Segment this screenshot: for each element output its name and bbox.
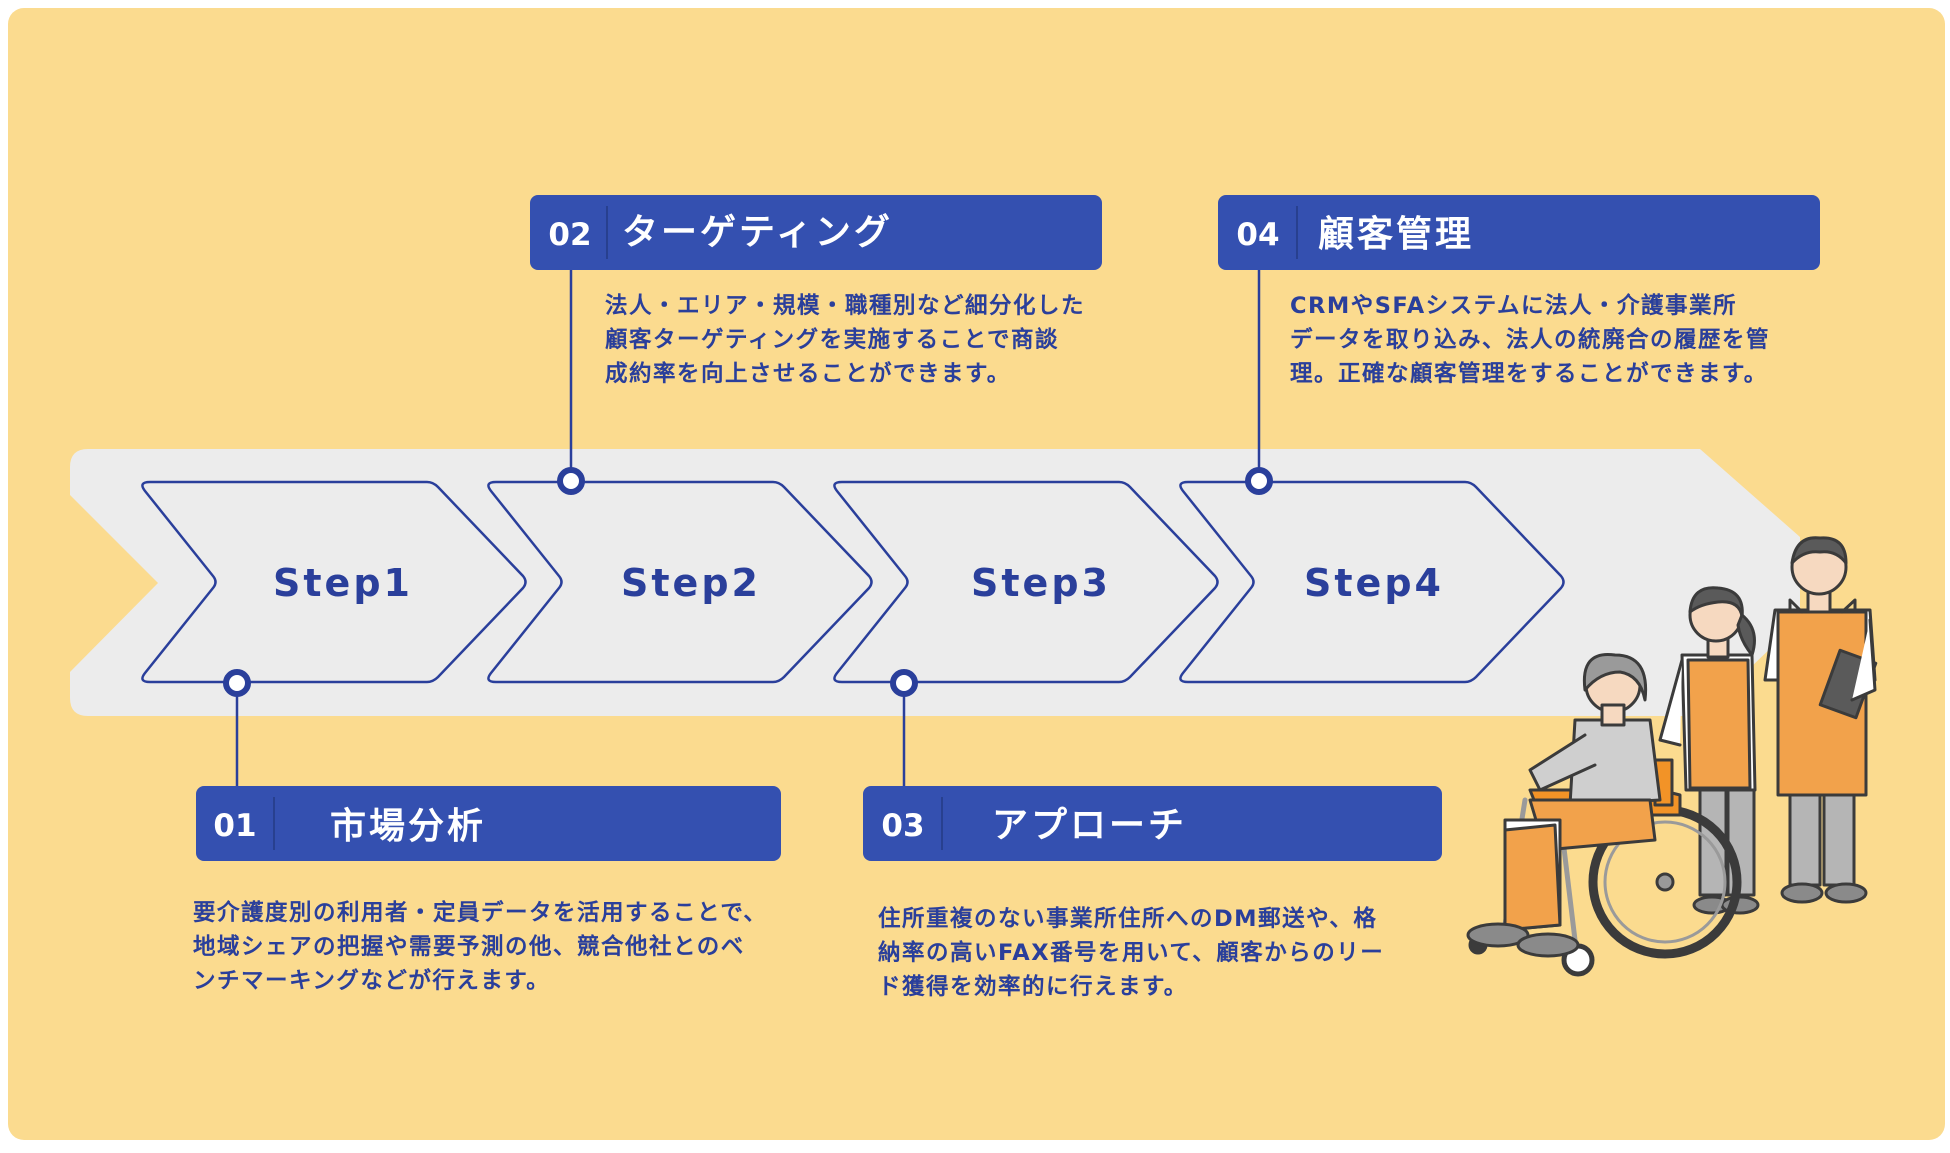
card-number: 04 bbox=[1236, 217, 1279, 253]
card-02: 02 ターゲティング 法人・エリア・規模・職種別など細分化した 顧客ターゲティン… bbox=[530, 195, 1102, 387]
connector-02 bbox=[557, 270, 585, 495]
step-label-4: Step4 bbox=[1304, 561, 1444, 605]
card-desc-line: データを取り込み、法人の統廃合の履歴を管 bbox=[1290, 326, 1770, 353]
card-03: 03 アプローチ 住所重複のない事業所住所へのDM郵送や、格 納率の高いFAX番… bbox=[863, 786, 1442, 1000]
card-desc-line: 地域シェアの把握や需要予測の他、競合他社とのベ bbox=[193, 933, 745, 960]
card-desc-line: CRMやSFAシステムに法人・介護事業所 bbox=[1290, 292, 1737, 319]
card-desc-line: 顧客ターゲティングを実施することで商談 bbox=[605, 326, 1059, 353]
step-chevron-2: Step2 bbox=[487, 480, 873, 684]
card-header bbox=[863, 786, 1442, 861]
card-header bbox=[1218, 195, 1820, 270]
card-desc-line: ド獲得を効率的に行えます。 bbox=[878, 973, 1188, 1000]
card-number: 02 bbox=[548, 217, 591, 253]
step-label-3: Step3 bbox=[971, 561, 1111, 605]
elderly-woman bbox=[1466, 652, 1662, 958]
card-desc-line: 住所重複のない事業所住所へのDM郵送や、格 bbox=[878, 905, 1377, 932]
connector-04 bbox=[1245, 270, 1273, 495]
card-desc-line: ンチマーキングなどが行えます。 bbox=[193, 967, 550, 994]
step-label-1: Step1 bbox=[273, 561, 413, 605]
card-desc-line: 法人・エリア・規模・職種別など細分化した bbox=[605, 292, 1085, 319]
card-number: 01 bbox=[213, 808, 256, 844]
card-title: ターゲティング bbox=[622, 212, 893, 253]
caregivers-with-wheelchair-icon bbox=[1466, 536, 1878, 977]
card-04: 04 顧客管理 CRMやSFAシステムに法人・介護事業所 データを取り込み、法人… bbox=[1218, 195, 1820, 387]
card-title: 顧客管理 bbox=[1318, 214, 1474, 255]
card-desc-line: 理。正確な顧客管理をすることができます。 bbox=[1290, 360, 1768, 387]
step-chevron-3: Step3 bbox=[833, 480, 1219, 684]
connector-03 bbox=[890, 669, 918, 789]
card-desc-line: 成約率を向上させることができます。 bbox=[605, 360, 1011, 387]
card-01: 01 市場分析 要介護度別の利用者・定員データを活用することで、 地域シェアの把… bbox=[193, 786, 781, 994]
connector-01 bbox=[223, 669, 251, 789]
step-chevron-4: Step4 bbox=[1179, 480, 1565, 684]
step-chevron-1: Step1 bbox=[141, 480, 527, 684]
card-desc-line: 要介護度別の利用者・定員データを活用することで、 bbox=[193, 899, 767, 926]
card-header bbox=[530, 195, 1102, 270]
card-title: アプローチ bbox=[992, 805, 1187, 846]
card-number: 03 bbox=[881, 808, 924, 844]
card-title: 市場分析 bbox=[330, 806, 486, 847]
step-label-2: Step2 bbox=[621, 561, 761, 605]
card-header bbox=[196, 786, 781, 861]
caregiver-man bbox=[1763, 536, 1878, 904]
card-desc-line: 納率の高いFAX番号を用いて、顧客からのリー bbox=[878, 939, 1384, 966]
